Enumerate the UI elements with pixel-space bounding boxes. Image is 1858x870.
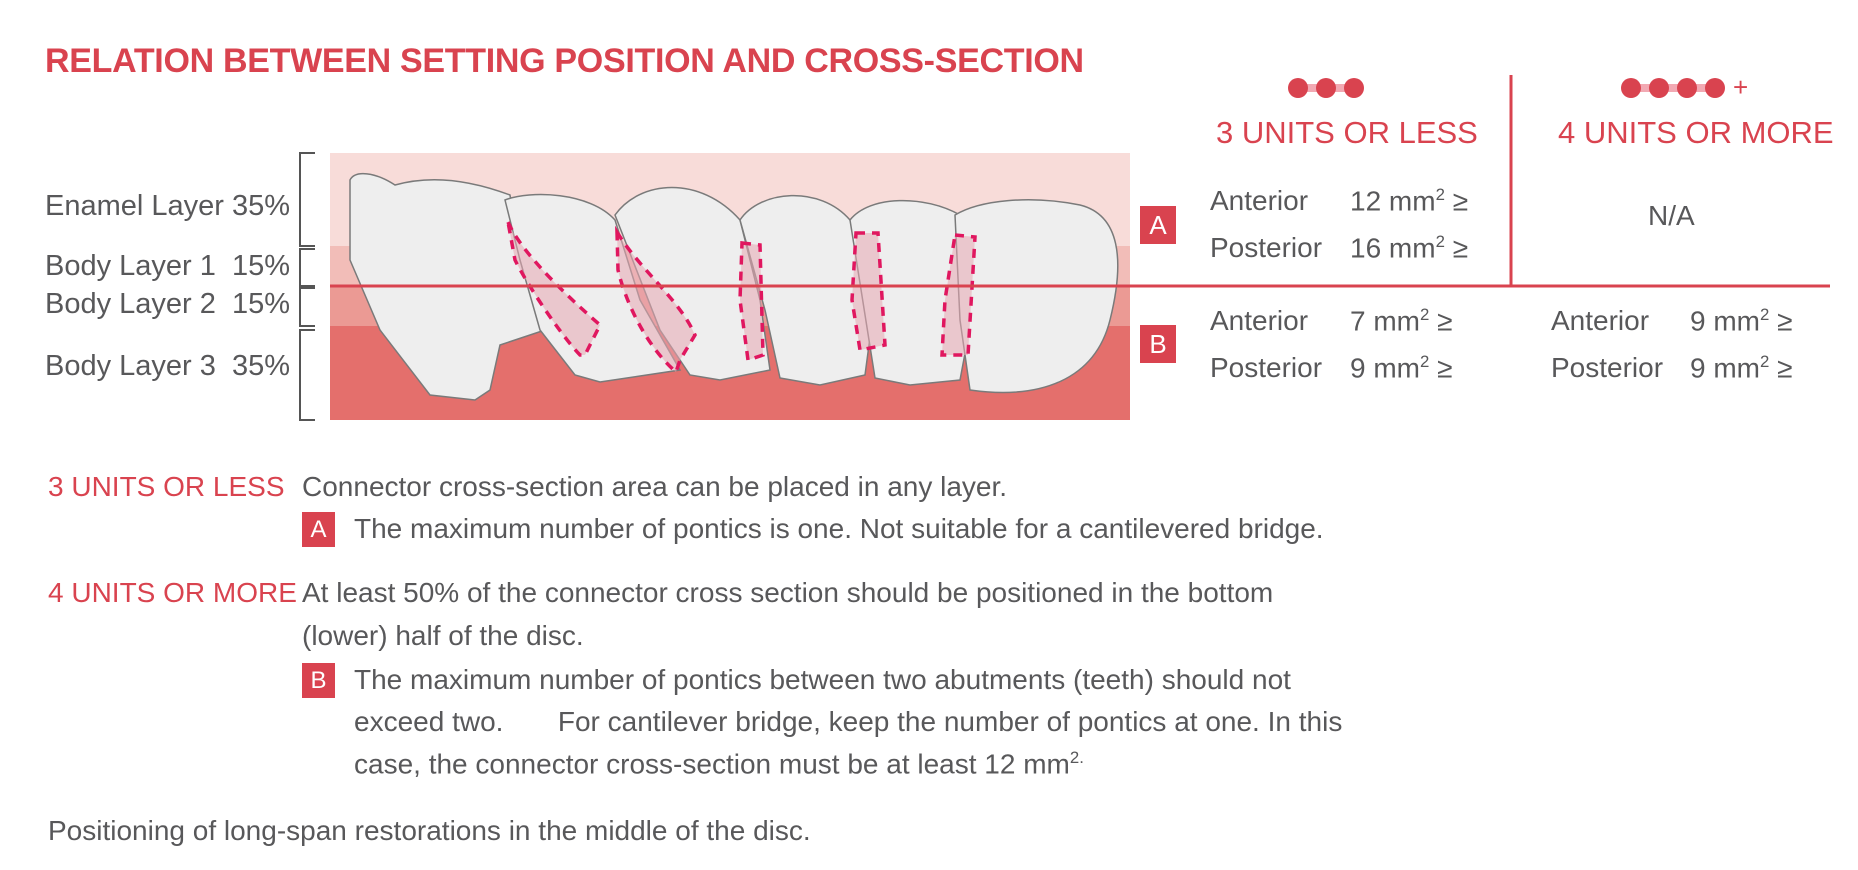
zone-b-four-posterior-label: Posterior <box>1551 352 1664 383</box>
zone-b-four-anterior-label: Anterior <box>1551 305 1650 336</box>
note-heading-three-units: 3 UNITS OR LESS <box>48 471 285 502</box>
zone-a-four-units-value: N/A <box>1648 200 1695 231</box>
column-header-three-units: 3 UNITS OR LESS <box>1216 115 1478 150</box>
zone-b-badge: B <box>1140 325 1176 363</box>
layer-label-body-2: Body Layer 2 15% <box>45 288 291 320</box>
zone-a-badge: A <box>1140 206 1176 244</box>
zone-b-four-posterior-value: 9 mm2 ≥ <box>1690 352 1793 384</box>
bridge-teeth-illustration <box>349 173 1119 401</box>
three-dots-icon <box>1288 78 1364 98</box>
note-four-badge-b: B <box>302 663 335 698</box>
note-four-line-1: At least 50% of the connector cross sect… <box>302 577 1274 608</box>
note-three-badge-a: A <box>302 512 335 547</box>
column-header-four-units: 4 UNITS OR MORE <box>1558 115 1834 150</box>
layer-brackets <box>299 152 315 421</box>
layer-label-body-1: Body Layer 1 15% <box>45 250 291 282</box>
note-three-line-1: Connector cross-section area can be plac… <box>302 471 1008 502</box>
zone-a-posterior-label: Posterior <box>1210 232 1323 263</box>
zone-b-anterior-label: Anterior <box>1210 305 1309 336</box>
zone-b-posterior-label: Posterior <box>1210 352 1323 383</box>
note-four-line-4: exceed two. For cantilever bridge, keep … <box>354 706 1343 737</box>
zone-a-posterior-value: 16 mm2 ≥ <box>1350 232 1469 264</box>
zone-b-posterior-value: 9 mm2 ≥ <box>1350 352 1453 384</box>
plus-icon: + <box>1733 72 1749 102</box>
connector-outlines <box>506 221 977 376</box>
layer-diagram <box>299 75 1830 421</box>
note-four-line-3: The maximum number of pontics between tw… <box>354 664 1291 695</box>
zone-a-anterior-value: 12 mm2 ≥ <box>1350 185 1469 217</box>
page-title: RELATION BETWEEN SETTING POSITION AND CR… <box>45 42 1084 80</box>
note-four-line-5: case, the connector cross-section must b… <box>354 748 1084 780</box>
note-three-line-2: The maximum number of pontics is one. No… <box>354 513 1324 544</box>
four-dots-icon <box>1621 78 1725 98</box>
zone-b-four-anterior-value: 9 mm2 ≥ <box>1690 305 1793 337</box>
footer-note: Positioning of long-span restorations in… <box>48 815 811 846</box>
note-heading-four-units: 4 UNITS OR MORE <box>48 577 297 608</box>
zone-b-anterior-value: 7 mm2 ≥ <box>1350 305 1453 337</box>
note-four-line-2: (lower) half of the disc. <box>302 620 584 651</box>
layer-label-body-3: Body Layer 3 35% <box>45 350 291 382</box>
zone-a-anterior-label: Anterior <box>1210 185 1309 216</box>
layer-label-enamel: Enamel Layer 35% <box>45 190 291 222</box>
